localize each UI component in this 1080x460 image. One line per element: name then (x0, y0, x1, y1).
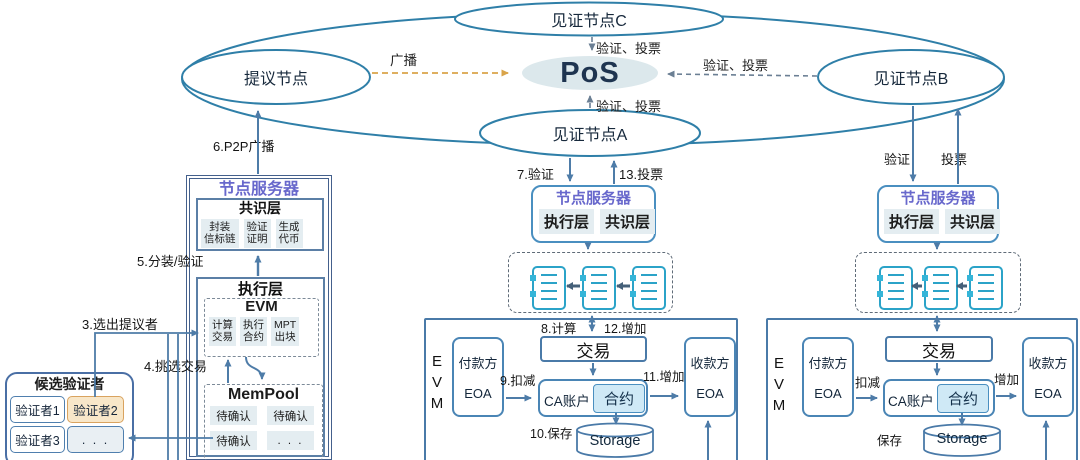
step-7-verify-label: 7.验证 (517, 167, 554, 182)
witness-a-exec-layer: 执行层 (539, 209, 595, 234)
step-3-label: 3.选出提议者 (82, 317, 158, 332)
broadcast-label: 广播 (390, 53, 417, 68)
transaction-box-right: 交易 (885, 336, 993, 362)
proposer-server-box (186, 175, 332, 460)
step-5-label: 5.分装/验证 (137, 254, 204, 269)
witness-a-label: 见证节点A (552, 127, 628, 144)
proposer-server-title: 节点服务器 (218, 181, 299, 198)
block-icon (580, 266, 616, 310)
mempool-title: MemPool (227, 386, 300, 403)
pos-label: PoS (560, 56, 620, 89)
deduct-label-right: 扣减 (855, 376, 881, 390)
witness-a-layers: 执行层 共识层 (539, 209, 656, 234)
blockchain-box-middle (508, 252, 673, 313)
witness-a-server-title: 节点服务器 (555, 189, 631, 207)
save-label-right: 保存 (877, 434, 903, 448)
witness-b-server-title: 节点服务器 (900, 189, 976, 207)
evm-item-compute-tx: 计算交易 (209, 317, 236, 346)
witness-b-cons-layer: 共识层 (945, 209, 1001, 234)
step-12-label: 12.增加 (604, 322, 647, 336)
block-icon (877, 266, 913, 310)
consensus-layer-title: 共识层 (239, 200, 281, 216)
validator-3: 验证者3 (10, 426, 65, 453)
witness-b-layers: 执行层 共识层 (884, 209, 1001, 234)
proposer-label: 提议节点 (243, 71, 308, 88)
witness-b-exec-layer: 执行层 (884, 209, 940, 234)
evm-account-box-middle (424, 318, 738, 460)
evm-item-exec-contract: 执行合约 (240, 317, 267, 346)
mempool-pending-2: 待确认 (267, 406, 314, 425)
step-11-label: 11.增加 (643, 370, 685, 384)
validator-2-selected: 验证者2 (67, 396, 124, 423)
mempool-pending-1: 待确认 (210, 406, 257, 425)
witness-c-label: 见证节点C (551, 13, 627, 30)
ca-account-label-right: CA账户 (888, 394, 934, 409)
ca-account-label-middle: CA账户 (544, 394, 590, 409)
step-8-label: 8.计算 (541, 322, 577, 336)
verify-vote-b-arrow (667, 70, 818, 78)
validator-1: 验证者1 (10, 396, 65, 423)
block-icon (530, 266, 566, 310)
blockchain-box-right (855, 252, 1021, 313)
witness-b-verify-label: 验证 (884, 152, 911, 167)
block-icon (967, 266, 1003, 310)
evm-title: EVM (245, 298, 278, 315)
witness-b-vote-label: 投票 (941, 152, 968, 167)
verify-vote-c-label: 验证、投票 (596, 41, 662, 56)
contract-box-middle: 合约 (593, 384, 645, 413)
step-9-label: 9.扣减 (500, 374, 536, 388)
witness-a-cons-layer: 共识层 (600, 209, 656, 234)
mempool-more: . . . (267, 431, 314, 450)
verify-vote-a-label: 验证、投票 (596, 99, 662, 114)
step-4-label: 4.挑选交易 (144, 359, 207, 374)
consensus-items: 封装信标链 验证证明 生成代币 (201, 219, 303, 248)
validator-more: . . . (67, 426, 124, 453)
consensus-item-mint: 生成代币 (275, 219, 303, 248)
step-6-p2p-label: 6.P2P广播 (213, 139, 275, 154)
step-10-label: 10.保存 (530, 427, 573, 441)
mempool-pending-3: 待确认 (210, 431, 257, 450)
block-icon (630, 266, 666, 310)
consensus-item-package: 封装信标链 (201, 219, 239, 248)
evm-account-box-right (766, 318, 1078, 460)
verify-vote-b-label: 验证、投票 (703, 58, 769, 73)
contract-box-right: 合约 (937, 384, 989, 413)
execution-layer-title: 执行层 (237, 280, 283, 298)
witness-b-label: 见证节点B (873, 71, 949, 88)
candidate-validators-title: 候选验证者 (34, 375, 105, 392)
add-label-right: 增加 (994, 373, 1020, 387)
step-13-vote-label: 13.投票 (619, 167, 664, 182)
mempool-dashed-box (204, 384, 323, 460)
storage-label-middle: Storage (589, 433, 641, 449)
block-icon (922, 266, 958, 310)
consensus-item-verify: 验证证明 (243, 219, 271, 248)
transaction-box-middle: 交易 (540, 336, 647, 362)
storage-label-right: Storage (936, 431, 988, 447)
evm-dashed-box (204, 298, 319, 357)
